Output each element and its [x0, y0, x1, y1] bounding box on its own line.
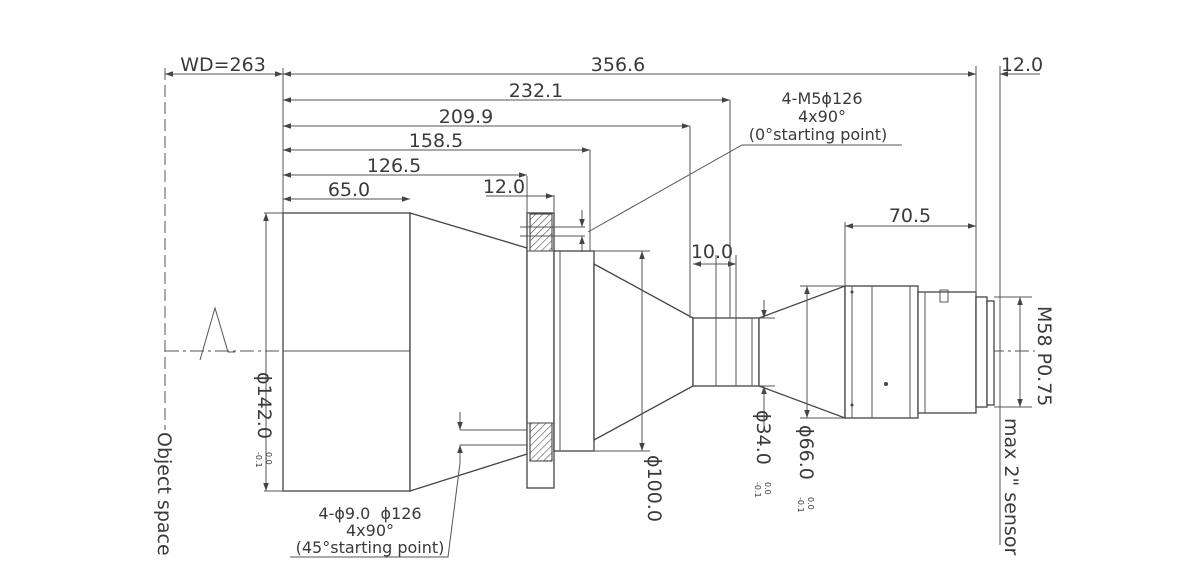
svg-text:max 2" sensor: max 2" sensor	[1000, 418, 1022, 555]
dia-front: ϕ142.0 0.0 -0.1	[253, 372, 275, 468]
dim-neck-length: 10.0	[691, 241, 733, 263]
svg-text:(0°starting point): (0°starting point)	[749, 125, 888, 144]
flange-hatch-top	[529, 213, 553, 252]
break-mark	[199, 306, 235, 361]
svg-text:-0.1: -0.1	[254, 452, 263, 468]
lens-body	[282, 212, 995, 492]
svg-text:ϕ142.0: ϕ142.0	[253, 372, 275, 439]
label-object-space: Object space	[153, 432, 175, 556]
svg-text:4x90°: 4x90°	[346, 521, 394, 540]
dim-126: 126.5	[367, 155, 421, 177]
neck	[692, 317, 760, 387]
svg-text:0.0: 0.0	[264, 452, 273, 465]
svg-text:ϕ66.0: ϕ66.0	[795, 425, 817, 480]
label-sensor: max 2" sensor	[1000, 418, 1022, 555]
rear-barrel	[844, 285, 919, 419]
front-barrel	[282, 212, 411, 492]
svg-text:-0.1: -0.1	[753, 482, 762, 498]
dim-65: 65.0	[328, 179, 370, 201]
svg-text:4x90°: 4x90°	[798, 107, 846, 126]
svg-text:4-ϕ9.0 ϕ126: 4-ϕ9.0 ϕ126	[318, 504, 421, 523]
svg-text:0.0: 0.0	[806, 497, 815, 510]
svg-text:ϕ34.0: ϕ34.0	[752, 410, 774, 465]
top-hole-note: 4-M5ϕ126 4x90° (0°starting point)	[749, 89, 888, 144]
dimension-lines	[165, 71, 1040, 558]
mid-cone	[593, 262, 694, 442]
end-ring	[917, 291, 977, 414]
dia-mid: ϕ100.0	[643, 455, 665, 522]
front-cone	[409, 212, 528, 492]
dim-flange-thickness: 12.0	[483, 176, 525, 198]
sensor-mount	[986, 300, 995, 406]
svg-text:4-M5ϕ126: 4-M5ϕ126	[781, 89, 862, 108]
svg-text:M58 P0.75: M58 P0.75	[1033, 306, 1055, 406]
dia-neck: ϕ34.0 0.0 -0.1	[752, 410, 774, 498]
svg-text:0.0: 0.0	[763, 482, 772, 495]
svg-text:(45°starting point): (45°starting point)	[296, 538, 445, 557]
dim-total-length: 356.6	[591, 54, 645, 76]
rear-cone	[758, 285, 846, 419]
dim-232: 232.1	[509, 80, 563, 102]
svg-text:ϕ100.0: ϕ100.0	[643, 455, 665, 522]
thread-section	[975, 296, 988, 408]
dim-back-flange: 12.0	[1001, 54, 1043, 76]
dim-209: 209.9	[439, 106, 493, 128]
dim-rear-length: 70.5	[889, 205, 931, 227]
bottom-hole-note: 4-ϕ9.0 ϕ126 4x90° (45°starting point)	[296, 504, 445, 557]
dim-wd: WD=263	[180, 54, 266, 76]
flange-hatch-bottom	[529, 422, 553, 462]
svg-text:-0.1: -0.1	[796, 497, 805, 513]
dim-158: 158.5	[409, 130, 463, 152]
dia-rear: ϕ66.0 0.0 -0.1	[795, 425, 817, 513]
label-thread: M58 P0.75	[1033, 306, 1055, 406]
svg-text:Object space: Object space	[153, 432, 175, 556]
